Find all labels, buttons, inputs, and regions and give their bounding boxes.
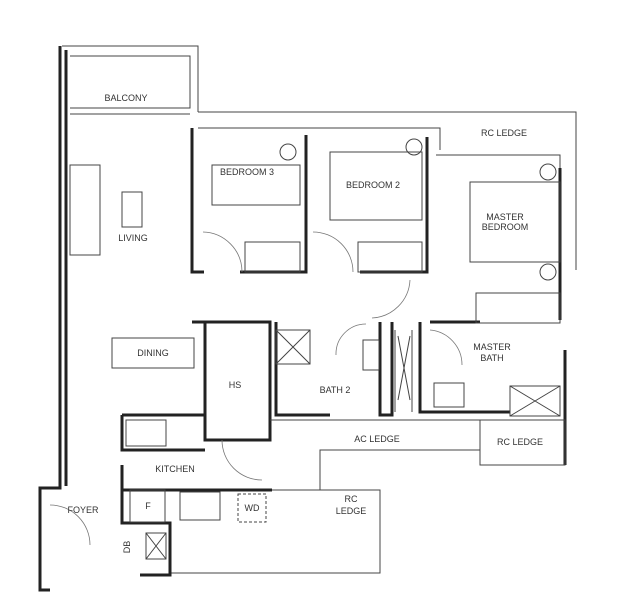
- dining-table: [111, 337, 195, 369]
- label-fridge: F: [145, 501, 151, 511]
- shower-master: [509, 385, 561, 417]
- label-master-bath-1: MASTER: [473, 342, 511, 352]
- label-master-bath-2: BATH: [480, 353, 503, 363]
- label-db: DB: [122, 541, 132, 554]
- master-bed: [469, 181, 561, 263]
- label-bedroom-3: BEDROOM 3: [220, 167, 274, 177]
- label-dining: DINING: [137, 348, 169, 358]
- bed-3: [211, 164, 301, 206]
- label-living: LIVING: [118, 233, 148, 243]
- label-rc-ledge-bottom-2: LEDGE: [336, 506, 367, 516]
- label-hs: HS: [229, 380, 242, 390]
- coffee-table: [121, 191, 143, 228]
- label-bath-2: BATH 2: [320, 385, 351, 395]
- label-master-bedroom-2: BEDROOM: [482, 222, 529, 232]
- room-labels: BALCONY RC LEDGE BEDROOM 3 BEDROOM 2 MAS…: [67, 93, 543, 553]
- store: [145, 532, 167, 560]
- label-kitchen: KITCHEN: [155, 464, 195, 474]
- fridge: [129, 489, 166, 523]
- shower-bath2: [275, 329, 311, 365]
- basin-master: [433, 382, 465, 408]
- furniture: [49, 138, 561, 560]
- washer-dryer: [237, 493, 267, 523]
- basin-bath2: [362, 339, 380, 371]
- sofa: [69, 164, 101, 256]
- label-rc-ledge-right: RC LEDGE: [497, 437, 543, 447]
- label-bedroom-2: BEDROOM 2: [346, 180, 400, 190]
- bed-2: [329, 151, 423, 221]
- wardrobe-master: [475, 292, 561, 324]
- label-wd: WD: [245, 503, 260, 513]
- label-master-bedroom-1: MASTER: [486, 212, 524, 222]
- label-balcony: BALCONY: [104, 93, 147, 103]
- label-rc-ledge-top: RC LEDGE: [481, 128, 527, 138]
- hob: [179, 491, 221, 521]
- kitchen-sink: [125, 419, 167, 447]
- label-ac-ledge: AC LEDGE: [354, 434, 400, 444]
- label-rc-ledge-bottom-1: RC: [345, 494, 358, 504]
- label-foyer: FOYER: [67, 505, 99, 515]
- wardrobe-2: [357, 241, 423, 273]
- wardrobe-3: [244, 241, 301, 273]
